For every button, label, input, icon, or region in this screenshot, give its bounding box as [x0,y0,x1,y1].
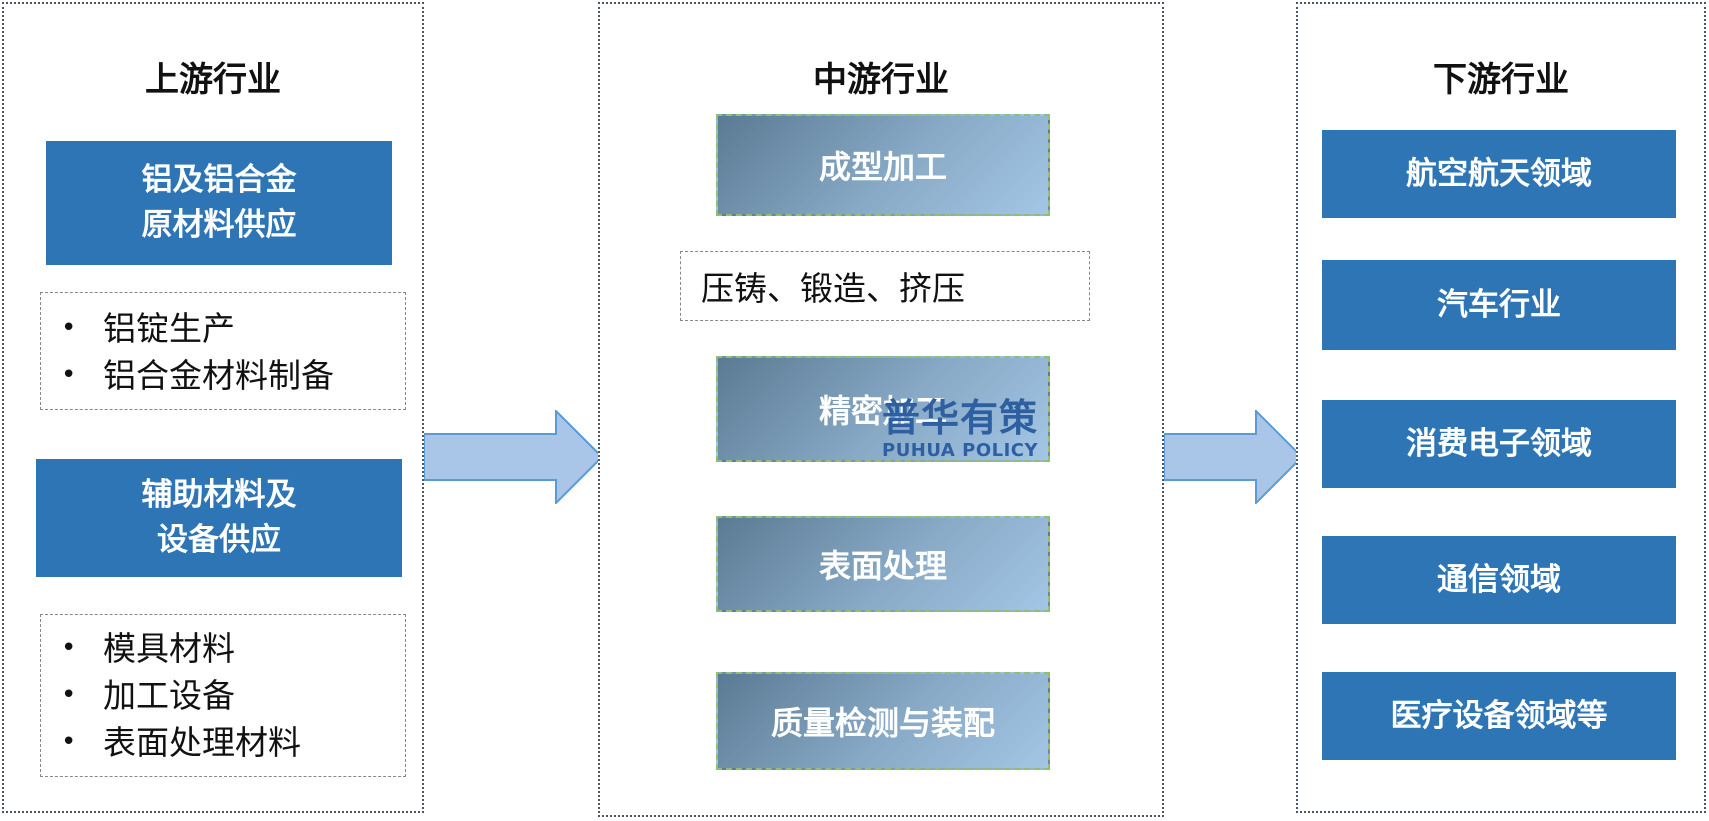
downstream-title: 下游行业 [1433,60,1569,100]
consumer-electronics-box: 消费电子领域 [1322,400,1676,488]
upstream-title: 上游行业 [145,60,281,100]
auxiliary-equipment-supply-label: 辅助材料及 设备供应 [141,477,297,558]
consumer-electronics-label: 消费电子领域 [1406,425,1592,462]
medical-equipment-box: 医疗设备领域等 [1322,672,1676,760]
list-item: 加工设备 [41,672,405,719]
telecommunications-label: 通信领域 [1437,561,1561,598]
list-item: 模具材料 [41,625,405,672]
auxiliary-equipment-supply-box: 辅助材料及 设备供应 [36,459,402,577]
aerospace-label: 航空航天领域 [1406,155,1592,192]
list-item: 表面处理材料 [41,719,405,766]
watermark-en: PUHUA POLICY [882,440,1039,461]
watermark-cn: 普华有策 [882,396,1039,440]
puhua-policy-watermark: 普华有策 PUHUA POLICY [882,396,1038,462]
downstream-panel: 下游行业 航空航天领域 汽车行业 消费电子领域 通信领域 医疗设备领域等 [1296,2,1706,813]
precision-machining-box: 精密加工 [716,356,1050,462]
surface-treatment-label: 表面处理 [818,547,947,585]
raw-material-supply-label: 铝及铝合金 原材料供应 [141,162,297,243]
list-item: 铝锭生产 [41,305,405,352]
automotive-box: 汽车行业 [1322,260,1676,350]
forming-process-label: 成型加工 [818,148,947,186]
auxiliary-list: 模具材料 加工设备 表面处理材料 [40,614,406,777]
midstream-title: 中游行业 [813,60,949,100]
automotive-label: 汽车行业 [1437,286,1561,323]
surface-treatment-box: 表面处理 [716,516,1050,612]
forming-process-box: 成型加工 [716,114,1050,216]
raw-material-list: 铝锭生产 铝合金材料制备 [40,292,406,410]
raw-material-supply-box: 铝及铝合金 原材料供应 [46,141,392,265]
list-item: 铝合金材料制备 [41,352,405,399]
forming-methods-box: 压铸、锻造、挤压 [680,251,1090,321]
forming-methods-label: 压铸、锻造、挤压 [701,269,965,308]
precision-machining-label: 精密加工 [818,392,947,430]
telecommunications-box: 通信领域 [1322,536,1676,624]
flow-arrow-right-icon [424,410,604,504]
flow-arrow-right-icon [1164,410,1304,504]
quality-inspection-assembly-label: 质量检测与装配 [770,704,995,742]
medical-equipment-label: 医疗设备领域等 [1390,697,1608,734]
upstream-panel: 上游行业 铝及铝合金 原材料供应 铝锭生产 铝合金材料制备 辅助材料及 设备供应… [2,2,424,813]
quality-inspection-assembly-box: 质量检测与装配 [716,672,1050,770]
aerospace-box: 航空航天领域 [1322,130,1676,218]
midstream-panel: 中游行业 成型加工 压铸、锻造、挤压 精密加工 表面处理 质量检测与装配 [598,2,1164,817]
